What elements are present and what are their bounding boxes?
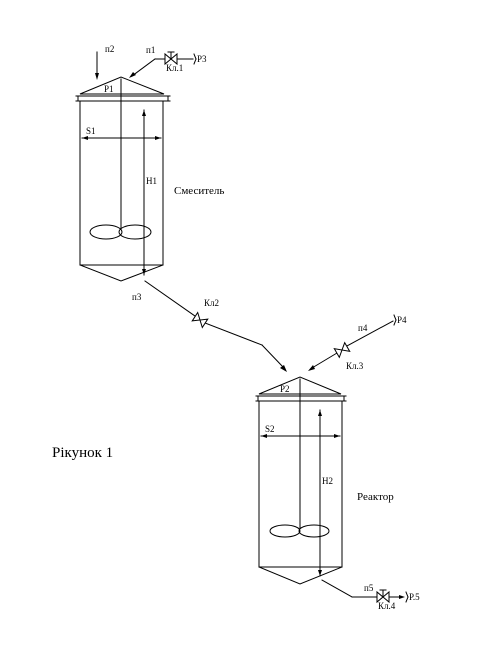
mixer-name: Смеситель	[174, 185, 224, 197]
mixer-roof	[79, 76, 165, 95]
mixer-cone	[79, 264, 164, 282]
mixer-diameter-label: S1	[86, 126, 96, 136]
pipe-p4: п4 Кл.3 Р4	[308, 314, 407, 371]
mixer-pressure-label: Р1	[104, 84, 114, 94]
pipe-p2: п2	[95, 44, 114, 80]
reactor-pressure-label: Р2	[280, 384, 290, 394]
valve-kl3-label: Кл.3	[346, 361, 364, 371]
reactor-level-label: Н2	[322, 476, 333, 486]
reactor-diameter-label: S2	[265, 424, 275, 434]
reactor-name: Реактор	[357, 491, 394, 503]
supply-p4-label: Р4	[397, 315, 407, 325]
pipe-p5-label: п5	[364, 583, 374, 593]
reactor-vessel: Р2 S2 Н2 Реактор	[255, 376, 394, 585]
mixer-vessel: Р1 S1 Н1 Смеситель	[75, 76, 224, 282]
mixer-impeller-blade-left	[89, 224, 123, 240]
reactor-cone	[258, 566, 343, 585]
supply-p3-symbol	[193, 53, 197, 65]
valve-kl4-label: Кл.4	[378, 601, 396, 611]
pipe-p1-label: п1	[146, 45, 155, 55]
valve-kl2-label: Кл2	[204, 298, 219, 308]
pipe-p3-label: п3	[132, 292, 142, 302]
reactor-impeller-blade-left	[269, 524, 301, 538]
reactor-impeller-blade-right	[298, 524, 330, 538]
mixer-level-label: Н1	[146, 176, 157, 186]
pipe-p2-label: п2	[105, 44, 114, 54]
pipe-p1: п1 Кл.1 Р3	[129, 45, 207, 78]
pipe-p4-label: п4	[358, 323, 368, 333]
supply-p3-label: Р3	[197, 54, 207, 64]
supply-p5-label: Р.5	[409, 592, 420, 602]
supply-p4-symbol	[393, 314, 397, 326]
pipe-p5: п5 Кл.4 Р.5	[321, 579, 420, 611]
valve-kl2	[191, 312, 209, 328]
valve-kl1-label: Кл.1	[166, 63, 183, 73]
valve-kl3	[333, 342, 351, 358]
figure-caption: Рікунок 1	[52, 445, 113, 461]
pipe-p3: п3 Кл2	[132, 280, 287, 372]
supply-p5-symbol	[405, 591, 409, 603]
mixer-impeller-blade-right	[118, 224, 152, 240]
